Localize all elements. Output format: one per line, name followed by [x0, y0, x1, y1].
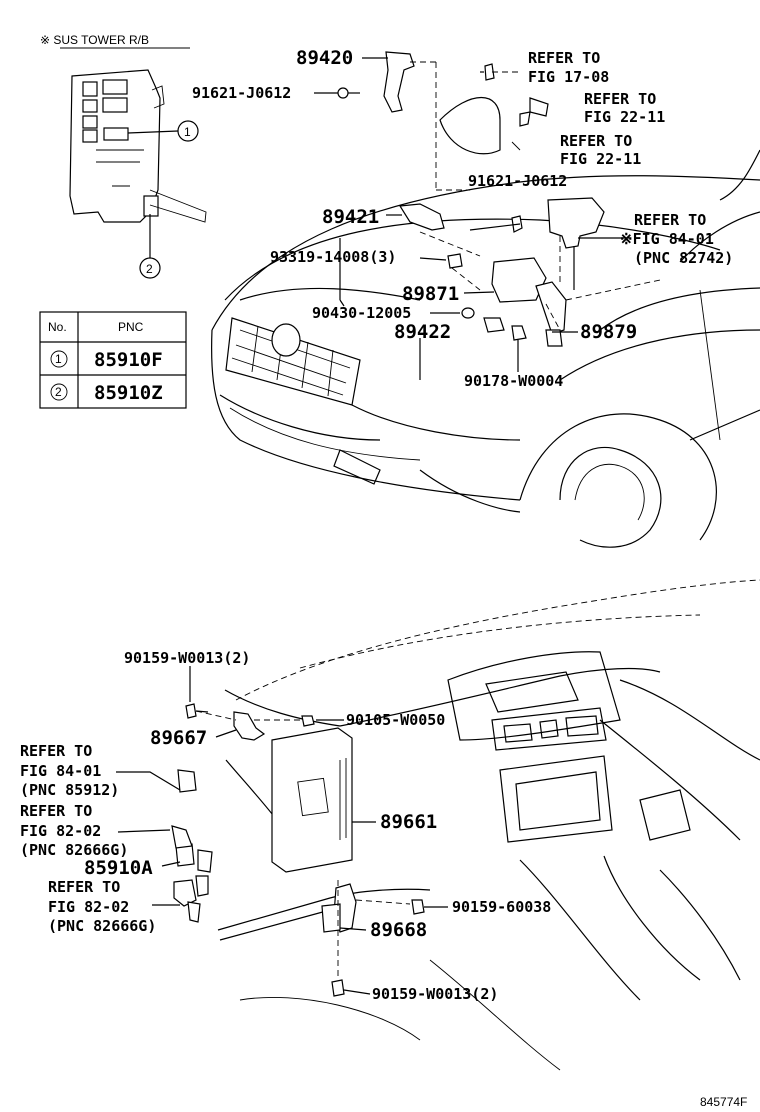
bottom-leaders [116, 666, 448, 995]
top-leaders [314, 57, 630, 380]
refer-pnc-82666g-label-a-line3: (PNC 82666G) [20, 841, 128, 859]
pnc-table-header-no: No. [48, 320, 67, 334]
refer-fig-17-08-label-line2: FIG 17-08 [528, 68, 609, 86]
refer-pnc-82666g-label-b-line2: FIG 82-02 [48, 898, 129, 916]
refer-pnc-85912-label-line1: REFER TO [20, 742, 92, 760]
refer-pnc-85912-label-line2: FIG 84-01 [20, 762, 101, 780]
refer-pnc-82666g-label-a-line1: REFER TO [20, 802, 92, 820]
pnc-table-row1-no: 1 [55, 352, 62, 366]
top-parts [337, 51, 661, 347]
refer-pnc-82666g-label-b-line3: (PNC 82666G) [48, 917, 156, 935]
part-89661-label: 89661 [380, 811, 437, 833]
sus-tower-relay-block: ※ SUS TOWER R/B 1 2 [40, 33, 207, 279]
part-93319-14008-label: 93319-14008(3) [270, 248, 396, 266]
sus-tower-note: ※ SUS TOWER R/B [40, 33, 149, 47]
callout-2-number: 2 [146, 262, 153, 276]
refer-fig-17-08-label-line1: REFER TO [528, 49, 600, 67]
part-89668-label: 89668 [370, 919, 427, 941]
part-90159-w0013-label-top: 90159-W0013(2) [124, 649, 250, 667]
part-90159-w0013-label-bottom: 90159-W0013(2) [372, 985, 498, 1003]
dashboard-drawing [217, 579, 760, 1071]
part-85910a-label: 85910A [84, 857, 153, 879]
top-labels: 89420 91621-J0612 REFER TO FIG 17-08 REF… [192, 47, 733, 390]
refer-fig-22-11-label-a-line2: FIG 22-11 [584, 108, 665, 126]
refer-fig-22-11-label-b-line1: REFER TO [560, 132, 632, 150]
refer-fig-22-11-label-a-line1: REFER TO [584, 90, 656, 108]
part-90430-12005-label: 90430-12005 [312, 304, 411, 322]
pnc-table: No. PNC 1 85910F 2 85910Z [39, 311, 187, 409]
part-90105-w0050-label: 90105-W0050 [346, 711, 445, 729]
pnc-table-header-pnc: PNC [118, 320, 144, 334]
car-front-drawing [211, 97, 760, 548]
part-89421-label: 89421 [322, 206, 379, 228]
refer-fig-84-01-label-line2: ※FIG 84-01 [620, 230, 714, 248]
refer-pnc-82666g-label-b-line1: REFER TO [48, 878, 120, 896]
figure-id: 845774F [700, 1095, 747, 1109]
part-89871-label: 89871 [402, 283, 459, 305]
pnc-table-row2-pnc: 85910Z [94, 382, 163, 404]
part-89667-label: 89667 [150, 727, 207, 749]
pnc-table-row1-pnc: 85910F [94, 349, 163, 371]
part-90178-w0004-label: 90178-W0004 [464, 372, 563, 390]
bottom-parts [171, 703, 425, 997]
refer-pnc-82666g-label-a-line2: FIG 82-02 [20, 822, 101, 840]
pnc-table-row2-no: 2 [55, 385, 62, 399]
part-91621-j0612-label-a: 91621-J0612 [192, 84, 291, 102]
callout-1-number: 1 [184, 125, 191, 139]
part-89879-label: 89879 [580, 321, 637, 343]
bottom-labels: 90159-W0013(2) 90105-W0050 89667 REFER T… [20, 649, 551, 1003]
part-91621-j0612-label-b: 91621-J0612 [468, 172, 567, 190]
part-89422-label: 89422 [394, 321, 451, 343]
refer-fig-84-01-label-line3: (PNC 82742) [634, 249, 733, 267]
refer-pnc-85912-label-line3: (PNC 85912) [20, 781, 119, 799]
part-90159-60038-label: 90159-60038 [452, 898, 551, 916]
refer-fig-84-01-label-line1: REFER TO [634, 211, 706, 229]
part-89420-label: 89420 [296, 47, 353, 69]
refer-fig-22-11-label-b-line2: FIG 22-11 [560, 150, 641, 168]
